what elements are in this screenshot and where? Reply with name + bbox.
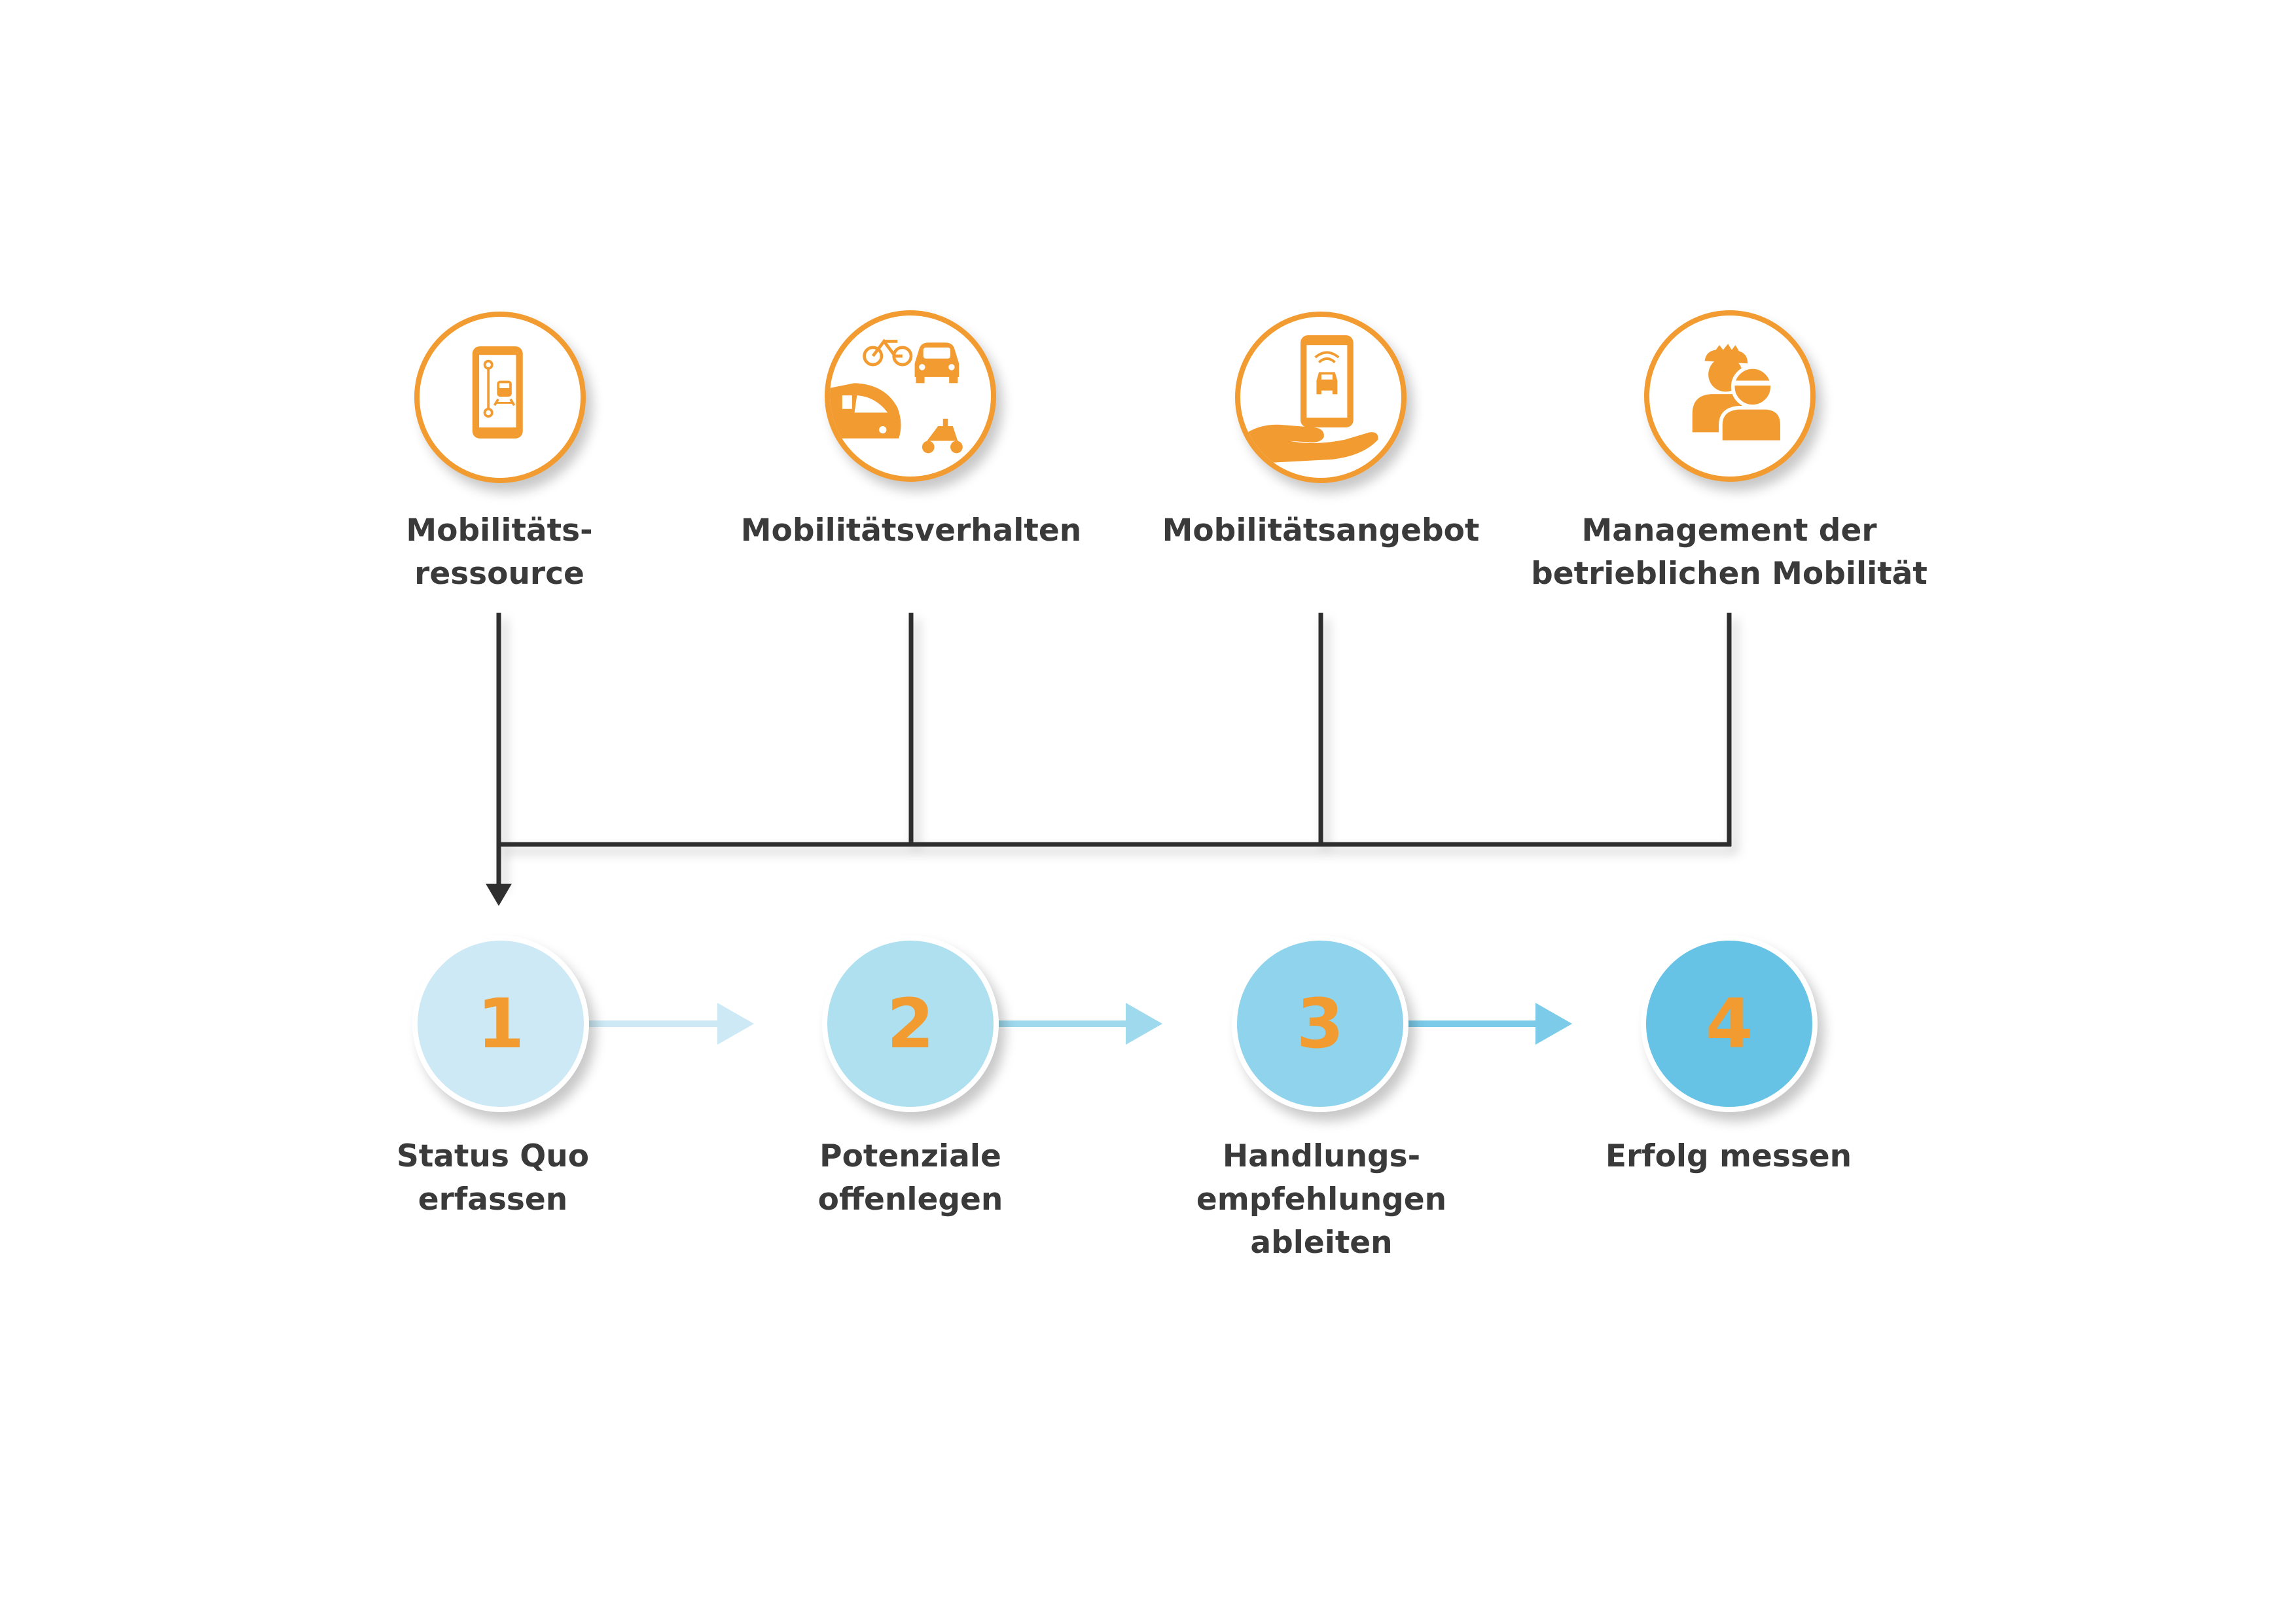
category-label-4: Management der betrieblichen Mobilität — [1531, 513, 1928, 592]
step-label-1: Status Quo erfassen — [396, 1138, 589, 1218]
step-label-2: Potenziale offenlegen — [817, 1138, 1003, 1218]
step-circle-4: 4 — [1641, 935, 1818, 1112]
step-circle-3: 3 — [1232, 935, 1408, 1112]
hand-phone-car-sharing-icon — [1235, 312, 1407, 483]
step-number-4: 4 — [1705, 984, 1753, 1064]
category-label-1: Mobilitäts- ressource — [406, 513, 593, 592]
people-group-icon — [1644, 310, 1816, 482]
step-arrow-3 — [1406, 1003, 1572, 1045]
category-label-2: Mobilitätsverhalten — [740, 513, 1082, 549]
step-label-4: Erfolg messen — [1605, 1138, 1852, 1174]
connector-arrowhead — [486, 884, 512, 906]
step-number-1: 1 — [476, 984, 525, 1064]
phone-route-train-icon — [414, 312, 586, 483]
step-label-3: Handlungs- empfehlungen ableiten — [1196, 1138, 1447, 1261]
step-circle-1: 1 — [412, 935, 589, 1112]
step-number-3: 3 — [1296, 984, 1344, 1064]
step-arrow-2 — [996, 1003, 1162, 1045]
category-label-3: Mobilitätsangebot — [1162, 513, 1480, 549]
step-number-2: 2 — [886, 984, 935, 1064]
step-arrow-1 — [588, 1003, 754, 1045]
transport-modes-icon — [825, 310, 996, 482]
step-circle-2: 2 — [822, 935, 999, 1112]
